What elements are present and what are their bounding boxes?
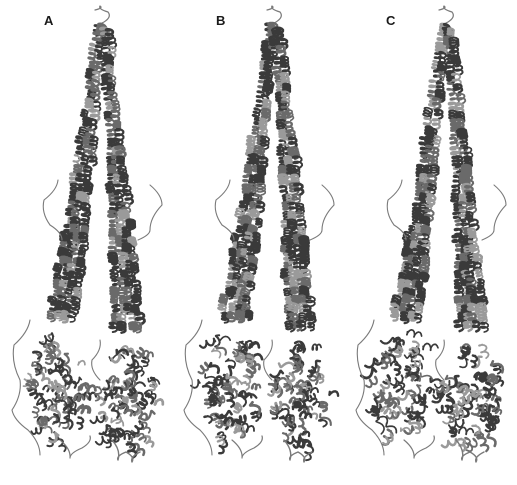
protein-ribbon-a	[0, 0, 172, 485]
panel-c: C	[344, 0, 516, 485]
panel-a: A	[0, 0, 172, 485]
protein-ribbon-b	[172, 0, 344, 485]
protein-ribbon-c	[344, 0, 516, 485]
panel-b: B	[172, 0, 344, 485]
